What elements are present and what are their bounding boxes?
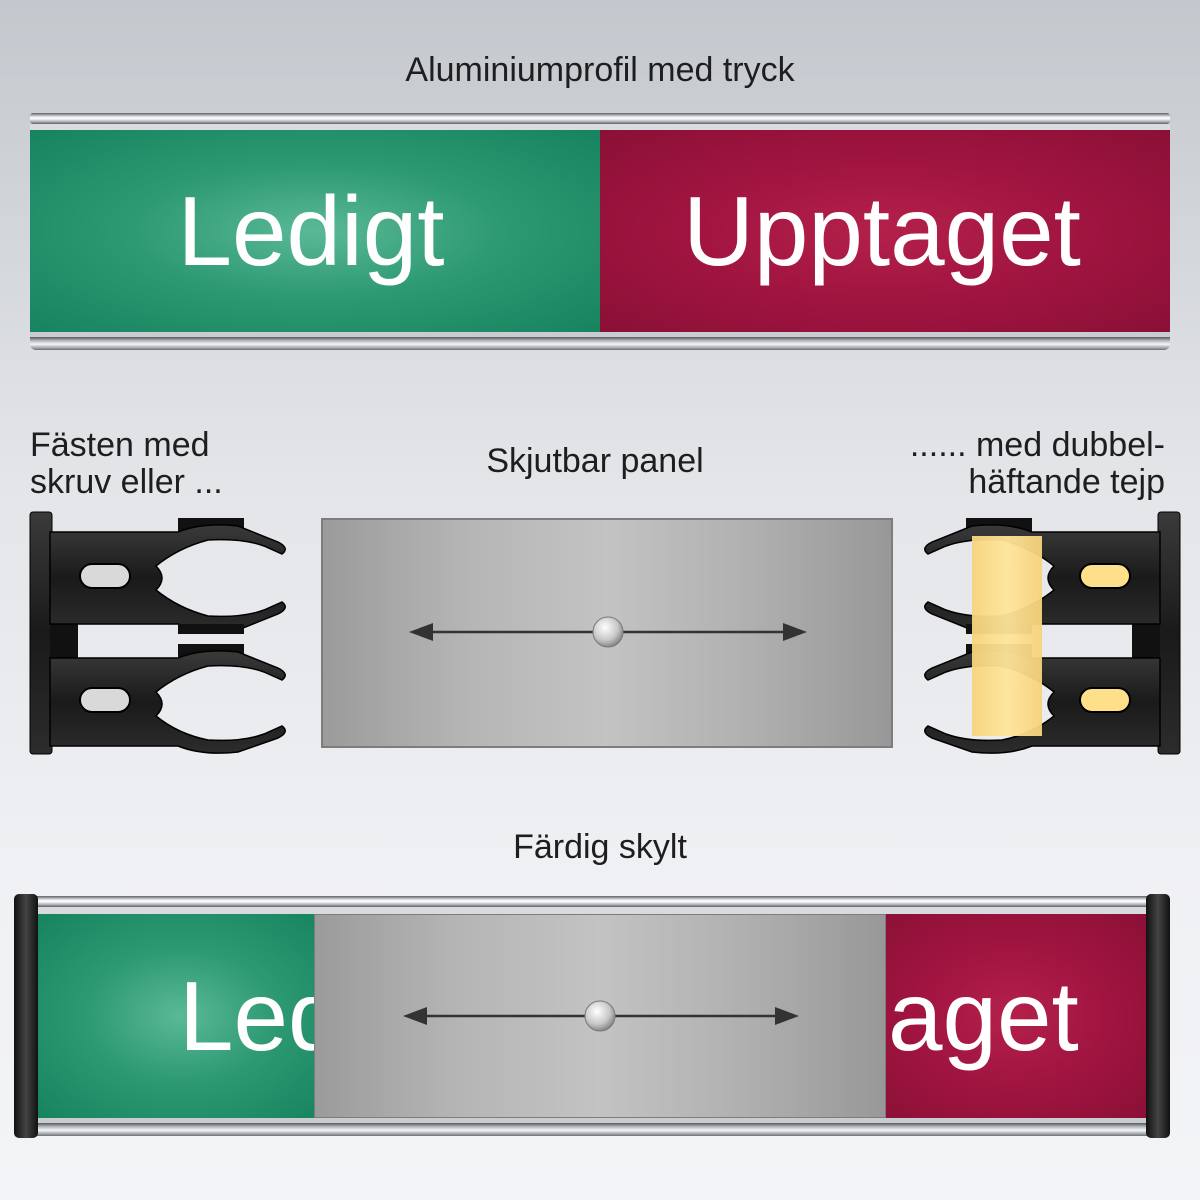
bottom-profile-upper-rail xyxy=(30,896,1170,907)
top-profile-inner-edge xyxy=(30,124,1170,130)
left-endcap xyxy=(14,894,38,1138)
left-caption-line1: Fästen med xyxy=(30,426,210,464)
top-profile-lower-edge xyxy=(30,332,1170,337)
bottom-green-panel: Led xyxy=(36,914,326,1118)
bottom-red-panel: aget xyxy=(874,914,1150,1118)
tape-bracket-icon xyxy=(924,511,1181,755)
top-green-panel: Ledigt xyxy=(30,130,600,332)
bottom-profile-inner-edge xyxy=(30,907,1170,914)
bottom-profile-lower-rail xyxy=(30,1123,1170,1136)
left-caption-line2: skruv eller ... xyxy=(30,463,223,501)
top-red-label: Upptaget xyxy=(683,175,1081,286)
screw-bracket-icon xyxy=(29,511,286,755)
top-profile-upper-rail xyxy=(30,113,1170,124)
bottom-caption: Färdig skylt xyxy=(513,828,687,866)
top-profile-lower-rail xyxy=(30,337,1170,350)
bottom-green-label: Led xyxy=(179,960,326,1071)
right-caption-line2: häftande tejp xyxy=(968,463,1165,501)
top-green-label: Ledigt xyxy=(177,175,445,286)
top-red-panel: Upptaget xyxy=(600,130,1170,332)
right-endcap xyxy=(1146,894,1170,1138)
bottom-profile-lower-edge xyxy=(30,1118,1170,1123)
bottom-double-arrow-icon xyxy=(403,1000,799,1032)
sliding-panel xyxy=(321,518,893,748)
top-caption: Aluminiumprofil med tryck xyxy=(405,51,795,89)
double-arrow-icon xyxy=(409,616,807,648)
right-caption-line1: ...... med dubbel- xyxy=(909,426,1165,464)
center-caption: Skjutbar panel xyxy=(486,442,704,480)
bottom-sliding-panel xyxy=(314,914,886,1118)
bottom-red-label: aget xyxy=(888,960,1079,1071)
